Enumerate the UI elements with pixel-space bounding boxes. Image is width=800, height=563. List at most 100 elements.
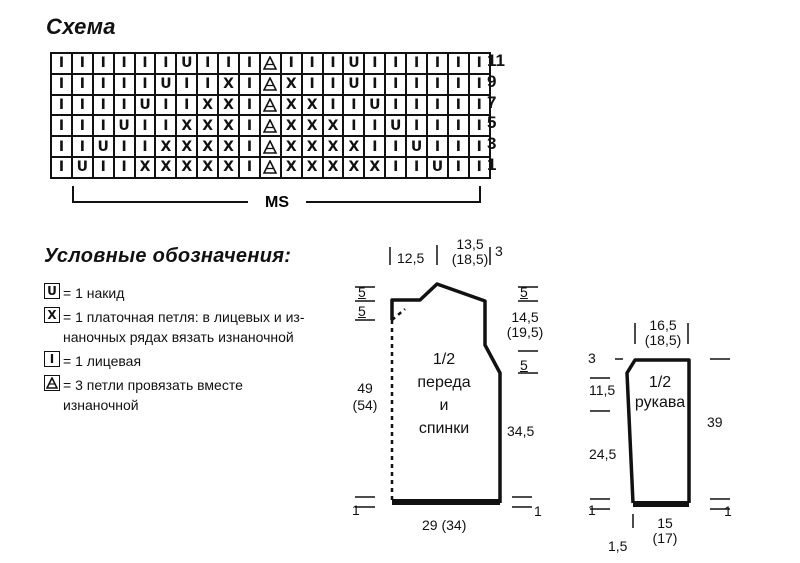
chart-cell: X (302, 157, 324, 179)
p3tog-symbol-icon (44, 375, 60, 391)
chart-cell: I (72, 116, 94, 138)
chart-cell: X (198, 116, 220, 138)
chart-cell: I (302, 54, 324, 75)
chart-cell: I (52, 157, 73, 179)
chart-cell: I (240, 74, 261, 96)
chart-cell: X (365, 157, 387, 179)
chart-cell: I (135, 54, 157, 75)
chart-cell: I (156, 116, 178, 138)
chart-cell: I (448, 95, 470, 117)
chart-cell: I (469, 116, 491, 138)
chart-cell: I (469, 54, 491, 75)
chart-cell: I (135, 116, 157, 138)
chart-cell: I (365, 137, 387, 158)
body-height: 49 (54) (352, 380, 378, 413)
chart-cell: I (240, 95, 261, 117)
chart-cell: I (428, 116, 449, 138)
chart-cell: U (156, 74, 178, 96)
chart-cell (260, 95, 282, 117)
chart-cell: X (135, 157, 157, 179)
chart-cell: U (93, 137, 115, 158)
chart-cell: I (114, 157, 136, 179)
chart-cell: I (72, 137, 94, 158)
scheme-title: Схема (46, 14, 116, 39)
chart-cell: X (177, 116, 199, 138)
chart-cell (260, 54, 282, 75)
chart-cell (260, 157, 282, 179)
chart-cell: I (428, 95, 449, 117)
chart-cell: I (198, 54, 220, 75)
chart-cell: U (365, 95, 387, 117)
chart-cell: I (198, 74, 220, 96)
chart-cell: U (114, 116, 136, 138)
chart-cell (260, 116, 282, 138)
sleeve-border-left: 1 (588, 502, 596, 518)
chart-cell: I (135, 137, 157, 158)
chart-row-number: 5 (487, 113, 497, 133)
chart-cell: I (428, 137, 449, 158)
legend-title: Условные обозначения: (44, 245, 292, 267)
chart-cell: I (386, 95, 408, 117)
chart-cell: X (219, 116, 241, 138)
body-right-145: 14,5 (19,5) (506, 309, 544, 340)
chart-cell: I (52, 95, 73, 117)
chart-row-number: 3 (487, 134, 497, 154)
sleeve-bottom-width: 15 (17) (652, 515, 678, 546)
p3tog-symbol-icon (263, 139, 278, 154)
p3tog-symbol-icon (263, 77, 278, 91)
legend-item-knit: I = 1 лицевая (44, 351, 333, 371)
yarn-over-symbol-icon: U (44, 283, 60, 299)
chart-cell: X (281, 74, 303, 96)
chart-cell: I (302, 74, 324, 96)
chart-cell: X (177, 137, 199, 158)
chart-cell: X (281, 157, 303, 179)
body-left-5b: 5 (358, 303, 366, 319)
garter-symbol-icon: X (44, 307, 60, 323)
chart-cell: I (135, 74, 157, 96)
chart-cell: X (302, 137, 324, 158)
chart-cell: I (386, 74, 408, 96)
chart-cell: X (219, 157, 241, 179)
chart-cell: X (344, 137, 366, 158)
chart-cell: I (177, 74, 199, 96)
body-bottom-width: 29 (34) (422, 517, 467, 533)
chart-row-number: 11 (487, 51, 505, 70)
chart-cell: X (198, 137, 220, 158)
chart-cell: I (448, 137, 470, 158)
chart-cell: I (323, 95, 345, 117)
chart-cell: X (302, 95, 324, 117)
legend-text: = 1 платочная петля: в лицевых и из- нан… (63, 309, 305, 345)
body-width-shoulder: 3 (495, 243, 503, 259)
sleeve-cuff-offset: 1,5 (608, 538, 628, 554)
chart-cell: I (386, 137, 408, 158)
legend-item-yarn-over: U = 1 накид (44, 283, 333, 303)
chart-cell: I (469, 157, 491, 179)
chart-row-number: 7 (487, 92, 497, 112)
p3tog-symbol-icon (263, 160, 278, 175)
chart-cell: I (365, 116, 387, 138)
chart-cell: X (302, 116, 324, 138)
chart-cell: I (219, 54, 241, 75)
ms-label: MS (265, 194, 289, 211)
body-pattern-shape (355, 245, 538, 508)
chart-cell: I (93, 95, 115, 117)
chart-cell: I (52, 54, 73, 75)
chart-cell: I (240, 54, 261, 75)
chart-cell: I (240, 137, 261, 158)
chart-cell: I (448, 157, 470, 179)
chart-cell: X (219, 95, 241, 117)
chart-cell: X (281, 116, 303, 138)
chart-cell: I (469, 95, 491, 117)
chart-cell: I (114, 74, 136, 96)
chart-cell: I (323, 74, 345, 96)
chart-cell: X (198, 157, 220, 179)
chart-cell: I (240, 116, 261, 138)
chart-cell: I (386, 54, 408, 75)
chart-cell: U (344, 54, 366, 75)
chart-cell (260, 137, 282, 158)
body-border-right: 1 (534, 503, 542, 519)
chart-cell: U (344, 74, 366, 96)
sleeve-left-3: 3 (588, 350, 596, 366)
